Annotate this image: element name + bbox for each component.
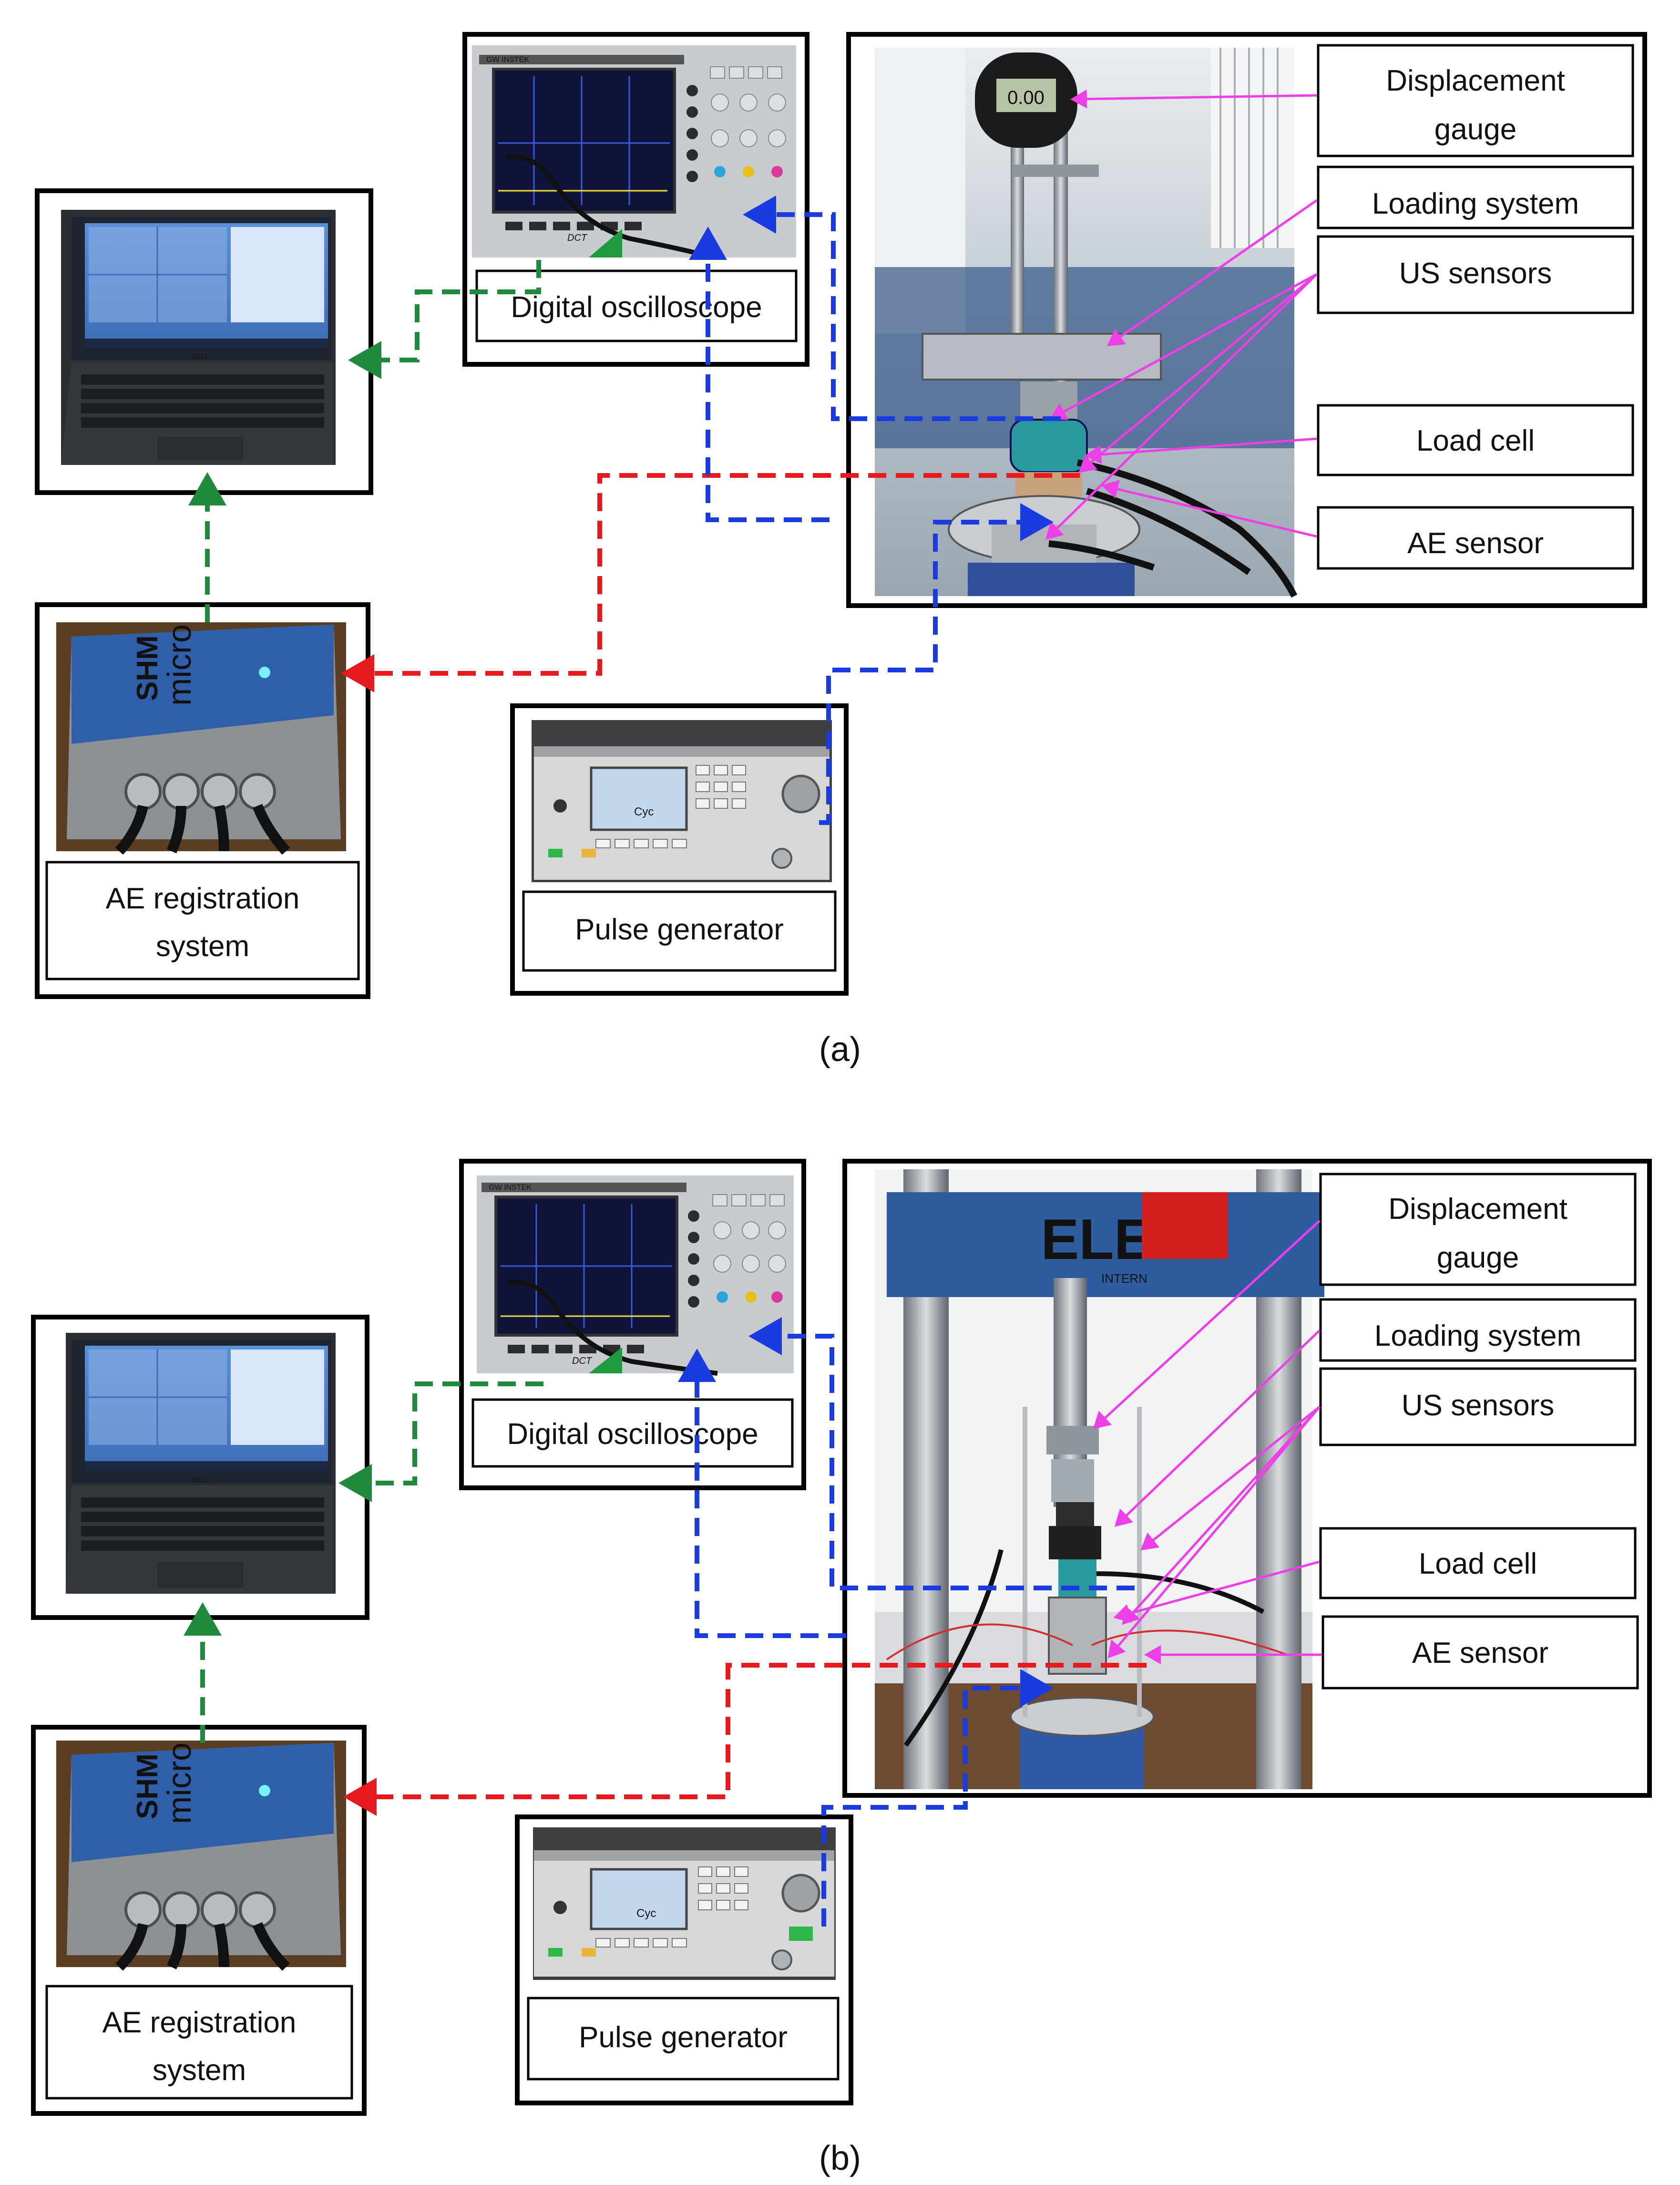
label-displacement-gauge-line1: Displacement xyxy=(1386,64,1565,97)
ae-registration-box-b: SHM micro AE registration system xyxy=(31,1725,367,2116)
panel-a: DELL SHM micro xyxy=(35,32,1647,1069)
computer-box-a: DELL xyxy=(35,188,373,495)
ae-registration-label-line2: system xyxy=(156,930,249,963)
label-loading-system: Loading system xyxy=(1374,1319,1581,1352)
callout-labels-b: Displacement gauge Loading system US sen… xyxy=(1319,1173,1639,1690)
frame-brand-sub: INTERN xyxy=(1101,1271,1147,1286)
label-displacement-gauge-line1: Displacement xyxy=(1388,1193,1567,1226)
oscilloscope-label: Digital oscilloscope xyxy=(507,1418,758,1451)
ae-box-logo: SHM xyxy=(131,635,164,701)
ae-box-brand: micro xyxy=(161,1742,198,1824)
us-link-oscilloscope-channel-b xyxy=(678,1349,846,1638)
pulse-generator-label: Pulse generator xyxy=(579,2021,788,2054)
oscilloscope-box-a: GW INSTEK xyxy=(462,32,809,367)
dct-badge: DCT xyxy=(567,233,588,243)
oscilloscope-label: Digital oscilloscope xyxy=(511,291,762,324)
laptop-photo: DELL xyxy=(61,210,336,465)
frame-brand: ELE xyxy=(1041,1207,1152,1271)
pulse-generator-photo: Cyc xyxy=(532,720,832,882)
laptop-photo: DELL xyxy=(66,1333,336,1594)
gauge-readout: 0.00 xyxy=(1007,87,1045,108)
label-us-sensors: US sensors xyxy=(1402,1389,1554,1422)
pulse-screen-text: Cyc xyxy=(634,805,654,818)
us-link-pulse-to-sensor-a xyxy=(819,503,1054,825)
laptop-brand: DELL xyxy=(192,352,208,360)
label-load-cell: Load cell xyxy=(1416,424,1535,457)
pulse-screen-text: Cyc xyxy=(636,1907,656,1920)
ae-registration-label-line2: system xyxy=(153,2054,246,2087)
oscilloscope-brand: GW INSTEK xyxy=(486,56,529,64)
label-load-cell: Load cell xyxy=(1419,1547,1537,1580)
ae-box-brand: micro xyxy=(161,624,198,706)
ae-registration-box-a: SHM micro AE registration system xyxy=(35,602,370,999)
pulse-generator-label: Pulse generator xyxy=(575,913,784,946)
connections-a xyxy=(188,196,1080,825)
callout-labels-a: Displacement gauge Loading system US sen… xyxy=(1317,44,1634,570)
callout-arrows-b xyxy=(1093,1220,1322,1664)
ae-signal-link-b xyxy=(343,1663,1147,1816)
pulse-generator-box-a: Cyc Pulse generator xyxy=(510,703,849,996)
ae-box-photo: SHM micro xyxy=(56,622,346,855)
subfigure-b-caption: (b) xyxy=(819,2139,861,2177)
callout-arrows-a xyxy=(1045,89,1318,540)
pulse-generator-photo: Cyc xyxy=(533,1827,836,1980)
label-us-sensors: US sensors xyxy=(1399,257,1552,290)
laptop-brand: DELL xyxy=(192,1476,208,1484)
label-ae-sensor: AE sensor xyxy=(1407,527,1544,560)
subfigure-a-caption: (a) xyxy=(819,1031,861,1069)
oscilloscope-photo: GW INSTEK xyxy=(472,45,796,260)
data-link-oscilloscope-to-laptop-a xyxy=(348,260,541,379)
test-rig-photo-a: 0.00 xyxy=(875,48,1298,598)
label-loading-system: Loading system xyxy=(1372,187,1579,220)
us-link-sensor-to-oscilloscope-a xyxy=(743,196,1061,421)
oscilloscope-box-b: GW INSTEK xyxy=(459,1159,806,1490)
pulse-generator-box-b: Cyc Pulse generator xyxy=(515,1814,853,2105)
ae-registration-label-line1: AE registration xyxy=(102,2006,297,2039)
oscilloscope-photo: GW INSTEK xyxy=(477,1175,794,1376)
computer-box-b: DELL xyxy=(31,1315,369,1620)
panel-b: DELL SHM micro xyxy=(31,1159,1652,2177)
us-link-oscilloscope-channel-a xyxy=(689,227,830,522)
us-link-sensor-to-oscilloscope-b xyxy=(748,1317,1135,1590)
connections-b xyxy=(184,1317,1147,1927)
ae-registration-label-line1: AE registration xyxy=(106,882,300,915)
label-displacement-gauge-line2: gauge xyxy=(1437,1241,1519,1274)
oscilloscope-brand: GW INSTEK xyxy=(489,1184,532,1192)
label-displacement-gauge-line2: gauge xyxy=(1434,113,1516,146)
ae-signal-link-a xyxy=(341,473,1080,692)
ae-box-photo: SHM micro xyxy=(56,1741,346,1971)
test-rig-photo-b: ELE INTERN xyxy=(875,1169,1324,1789)
data-link-oscilloscope-to-laptop-b xyxy=(338,1381,543,1502)
dct-badge: DCT xyxy=(572,1356,593,1366)
us-link-pulse-to-sensor-b xyxy=(821,1669,1054,1927)
label-ae-sensor: AE sensor xyxy=(1412,1637,1548,1670)
ae-box-logo: SHM xyxy=(131,1753,164,1819)
